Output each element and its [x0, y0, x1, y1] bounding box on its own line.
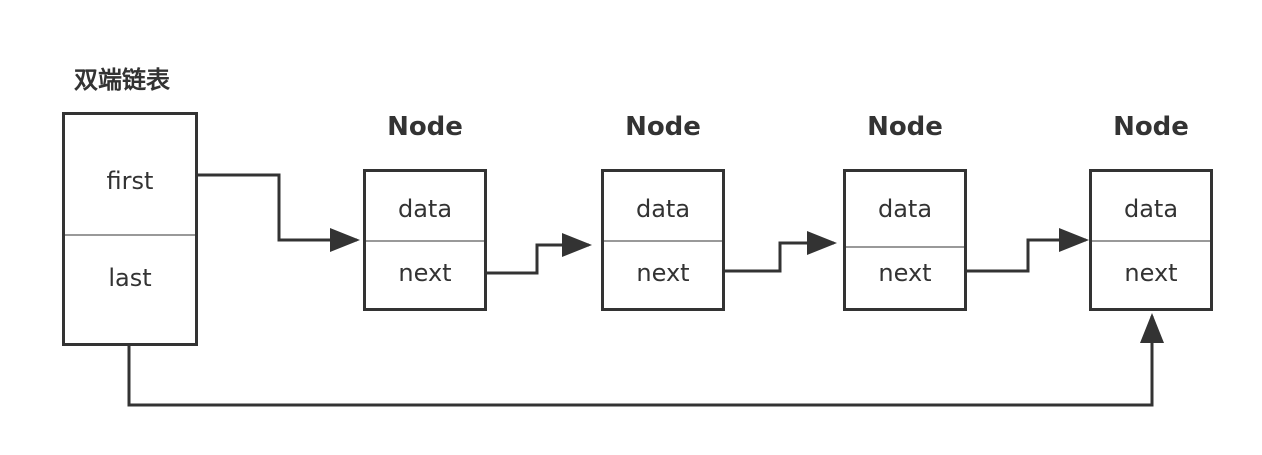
node-2-label: Node — [625, 112, 701, 142]
node-4-divider — [1092, 240, 1210, 242]
node-4-next-field: next — [1124, 259, 1178, 287]
node-3-next-field: next — [878, 259, 932, 287]
node-1-box: data next — [363, 169, 487, 311]
node-4-data-field: data — [1123, 195, 1179, 223]
node3-to-node4-arrow — [967, 228, 1089, 273]
node-3-data-field: data — [877, 195, 933, 223]
node-3-label: Node — [867, 112, 943, 142]
node-1-next-field: next — [398, 259, 452, 287]
linked-list-box: first last — [62, 112, 198, 346]
list-divider — [65, 234, 195, 236]
last-field: last — [108, 264, 152, 292]
node1-to-node2-arrow — [487, 233, 592, 275]
node-1-label: Node — [387, 112, 463, 142]
node-1-divider — [366, 240, 484, 242]
first-to-node1-arrow — [198, 173, 360, 252]
node-2-data-field: data — [635, 195, 691, 223]
node-4-box: data next — [1089, 169, 1213, 311]
node-4-label: Node — [1113, 112, 1189, 142]
node-2-box: data next — [601, 169, 725, 311]
node-1-data-field: data — [397, 195, 453, 223]
node-2-next-field: next — [636, 259, 690, 287]
node-3-box: data next — [843, 169, 967, 311]
first-field: first — [106, 167, 154, 195]
node2-to-node3-arrow — [725, 231, 837, 273]
last-to-node4-arrow — [127, 313, 1164, 407]
node-2-divider — [604, 240, 722, 242]
node-3-divider — [846, 246, 964, 248]
diagram-title: 双端链表 — [74, 66, 170, 94]
